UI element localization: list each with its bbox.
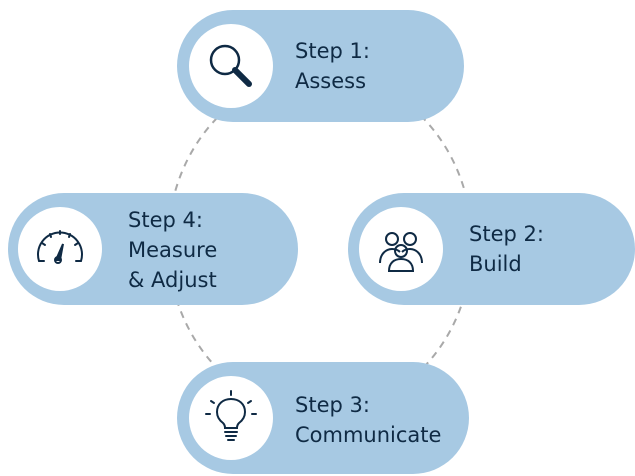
step-1-pill: Step 1: Assess — [177, 10, 464, 122]
step-3-title: Step 3: — [295, 393, 370, 417]
step-2-pill: Step 2: Build — [348, 193, 635, 305]
step-1-icon-circle — [189, 24, 273, 108]
step-2-label: Step 2: Build — [469, 219, 544, 279]
step-1-name: Assess — [295, 69, 367, 93]
step-4-name-line-1: Measure — [128, 238, 218, 262]
step-2-icon-circle — [359, 207, 443, 291]
magnifier-icon — [209, 44, 252, 87]
step-3-icon-circle — [189, 376, 273, 460]
people-group-icon — [379, 232, 423, 272]
speedometer-icon — [37, 230, 83, 264]
step-2-title: Step 2: — [469, 222, 544, 246]
step-4-label: Step 4: Measure & Adjust — [128, 205, 217, 295]
step-3-pill: Step 3: Communicate — [177, 362, 469, 474]
step-4-icon-circle — [18, 207, 102, 291]
step-4-pill: Step 4: Measure & Adjust — [8, 193, 298, 305]
step-3-name: Communicate — [295, 423, 442, 447]
step-1-title: Step 1: — [295, 39, 370, 63]
step-3-label: Step 3: Communicate — [295, 390, 441, 450]
step-1-label: Step 1: Assess — [295, 36, 370, 96]
lightbulb-icon — [205, 390, 257, 441]
step-2-name: Build — [469, 252, 522, 276]
step-4-name-line-2: & Adjust — [128, 268, 217, 292]
step-4-title: Step 4: — [128, 208, 203, 232]
